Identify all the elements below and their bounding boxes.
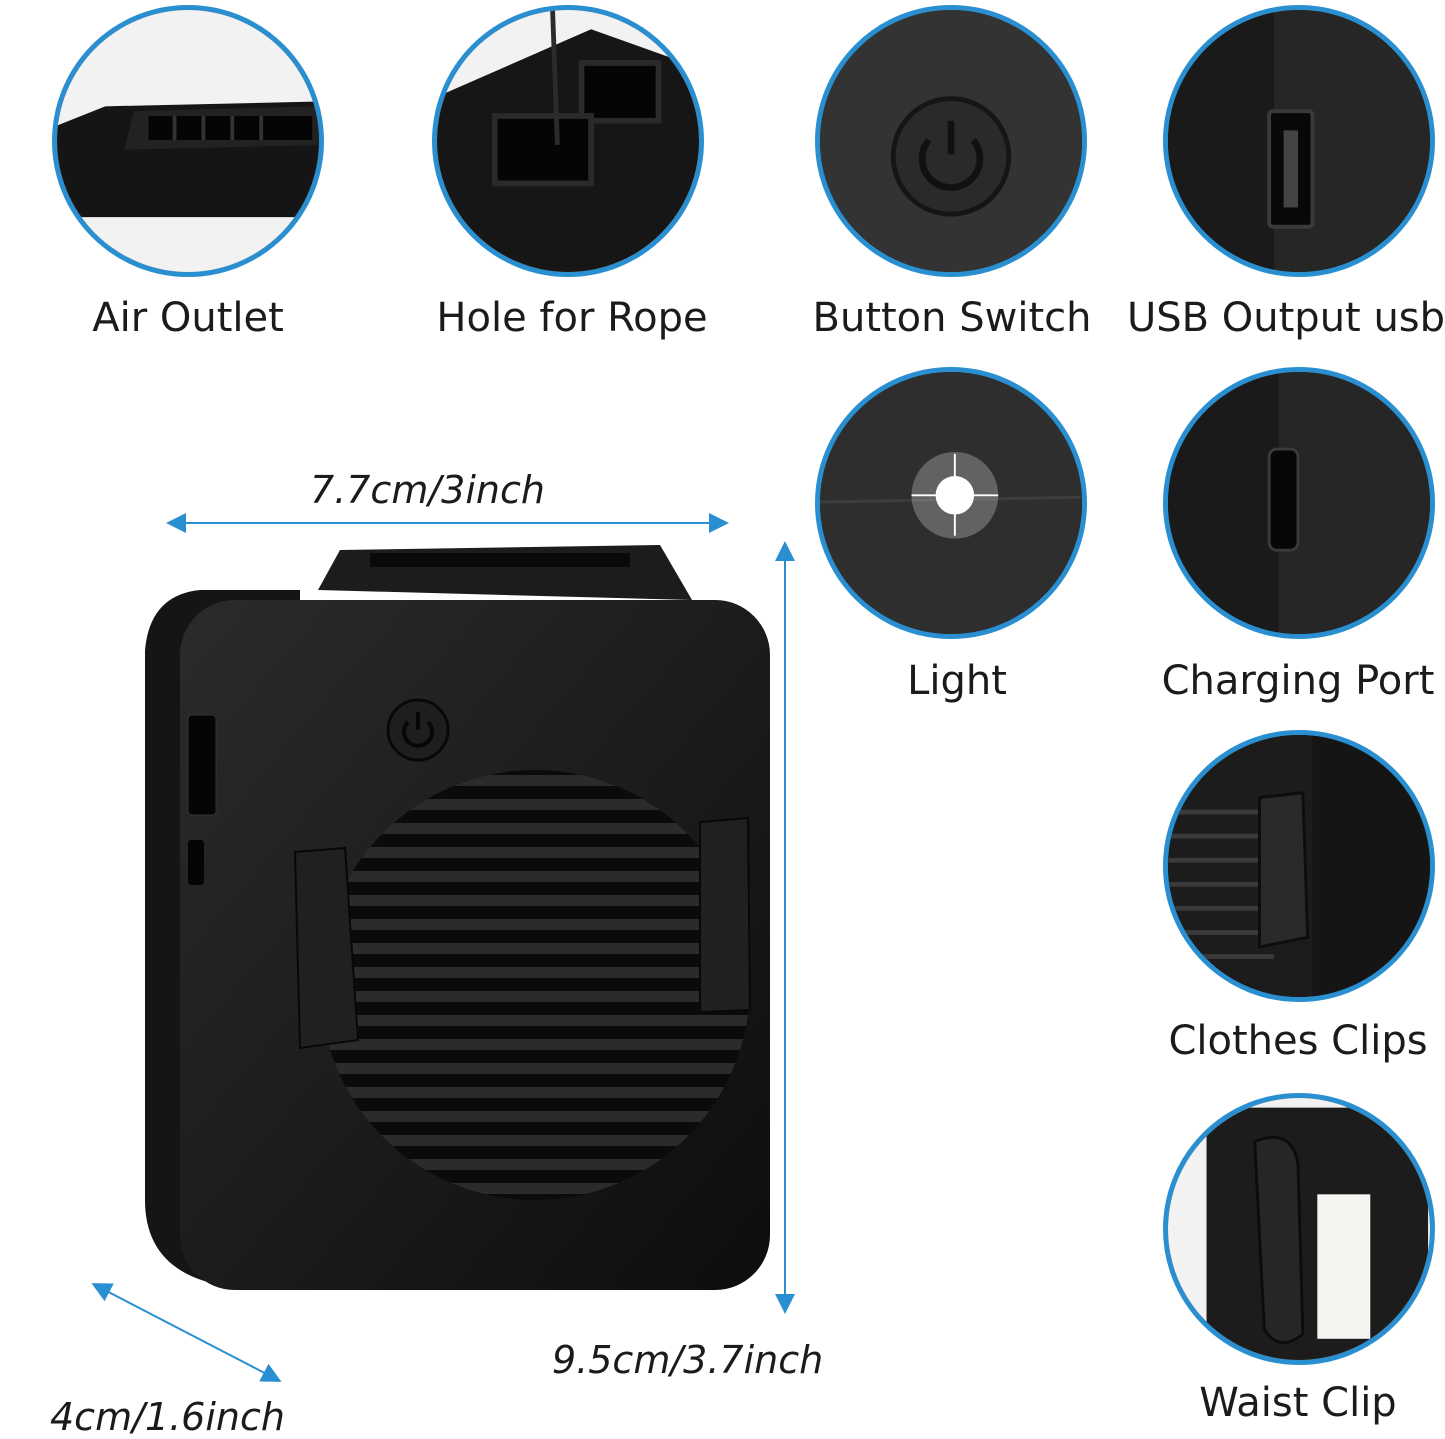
grille-slat bbox=[320, 1159, 750, 1170]
grille-slat bbox=[320, 1087, 750, 1098]
fan-grille bbox=[320, 770, 750, 1200]
grille-slat bbox=[320, 775, 750, 786]
button-switch-detail bbox=[815, 5, 1087, 277]
height-dimension-label: 9.5cm/3.7inch bbox=[552, 1338, 824, 1382]
side-charging-port bbox=[188, 840, 204, 885]
label-light: Light bbox=[907, 658, 1007, 704]
grille-slat bbox=[320, 847, 750, 858]
charging-port-detail bbox=[1163, 367, 1435, 639]
label-usb-output: USB Output usb bbox=[1126, 295, 1445, 341]
label-air-outlet: Air Outlet bbox=[92, 295, 284, 341]
usb-output-detail bbox=[1163, 5, 1435, 277]
label-waist-clip: Waist Clip bbox=[1199, 1380, 1397, 1426]
left-clip bbox=[293, 846, 360, 1050]
grille-slat bbox=[320, 943, 750, 954]
grille-slat bbox=[320, 919, 750, 930]
label-button-switch: Button Switch bbox=[812, 295, 1092, 341]
right-clip bbox=[699, 816, 752, 1014]
grille-slat bbox=[320, 991, 750, 1002]
grille-slat bbox=[320, 1111, 750, 1122]
clothes-clips-detail bbox=[1163, 730, 1435, 1002]
grille-slat bbox=[320, 895, 750, 906]
grille-slat bbox=[320, 967, 750, 978]
grille-slat bbox=[320, 1063, 750, 1074]
grille-slat bbox=[320, 871, 750, 882]
power-icon bbox=[890, 96, 1012, 217]
grille-slat bbox=[320, 1183, 750, 1194]
grille-slat bbox=[320, 1135, 750, 1146]
waist-clip-detail bbox=[1163, 1093, 1435, 1365]
light-detail bbox=[815, 367, 1087, 639]
depth-dimension-label: 4cm/1.6inch bbox=[50, 1395, 285, 1439]
air-outlet-detail bbox=[52, 5, 324, 277]
hole-for-rope-detail bbox=[432, 5, 704, 277]
width-dimension-label: 7.7cm/3inch bbox=[310, 468, 545, 512]
belt-clip-icon bbox=[1253, 1136, 1305, 1344]
grille-slat bbox=[320, 799, 750, 810]
label-clothes-clips: Clothes Clips bbox=[1168, 1018, 1428, 1064]
grille-slat bbox=[320, 1015, 750, 1026]
grille-slat bbox=[320, 1039, 750, 1050]
depth-arrow bbox=[91, 1283, 282, 1382]
label-charging-port: Charging Port bbox=[1161, 658, 1435, 704]
grille-slat bbox=[320, 823, 750, 834]
side-usb-port bbox=[187, 714, 217, 816]
label-hole-for-rope: Hole for Rope bbox=[436, 295, 708, 341]
micro-usb-port-icon bbox=[1267, 447, 1300, 552]
clip-icon bbox=[1258, 791, 1310, 949]
